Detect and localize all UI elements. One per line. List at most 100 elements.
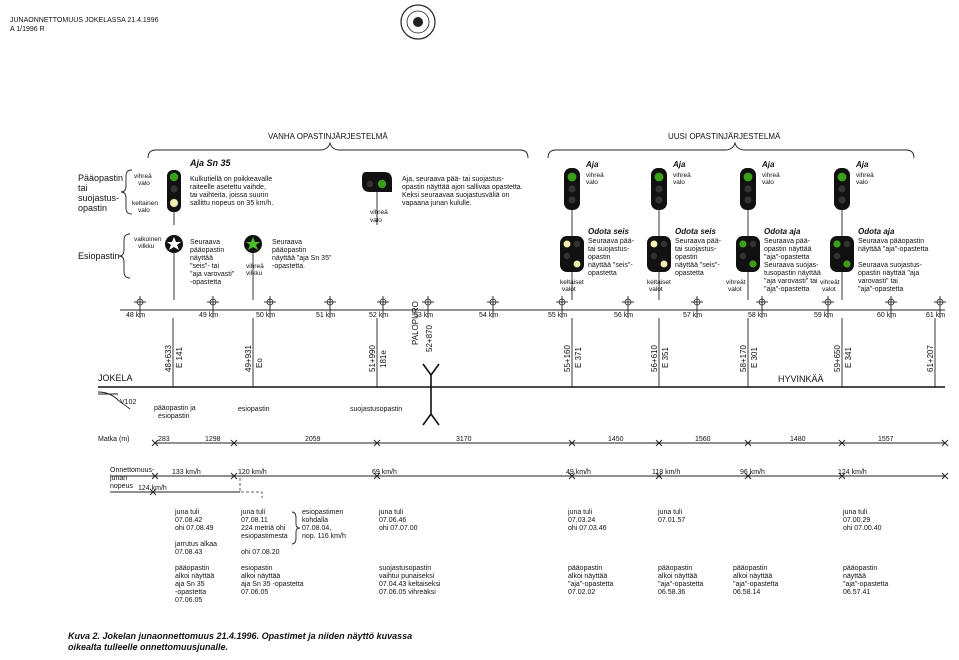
new-signal-bottom-text: Seuraava pääopastin [858, 238, 924, 245]
note-line: ohi 07.00.40 [843, 525, 882, 532]
signal-position-id: Eo [255, 358, 264, 368]
new-signal-bottom-light: valot [562, 286, 576, 293]
new-signal-top-light: vihreä [673, 172, 691, 179]
distance-tick [744, 439, 752, 447]
note-line: 07.06.46 [379, 517, 406, 524]
km-marker: 51 km [316, 296, 336, 319]
distance-tick [151, 439, 159, 447]
signal-position-id: E 301 [750, 347, 759, 368]
new-signal-bottom-text: Seuraava pää- [764, 238, 811, 245]
track-label-main-distant: pääopastin ja esiopastin [154, 405, 196, 420]
signal-position-id: 181e [379, 350, 388, 368]
new-signal-top-title: Aja [585, 160, 599, 169]
main-signal-label: Pääopastin tai suojastus- opastin [78, 173, 123, 213]
new-signal-bottom-light: valot [822, 286, 836, 293]
note-line: alkoi näyttää [568, 573, 607, 580]
distance-value: 1560 [695, 436, 711, 443]
new-signal-bottom-text: tusopastin näyttää [764, 270, 821, 277]
signal-position-km: 51+990 [368, 345, 377, 372]
note-line: kohdalla [302, 517, 328, 524]
speed-tick [151, 472, 159, 480]
distance-value: 1557 [878, 436, 894, 443]
old-distant-signal-green [244, 235, 262, 300]
note-line: 06.57.41 [843, 589, 870, 596]
new-signal-top-light: valo [856, 179, 868, 186]
km-label: 53 km [414, 312, 433, 319]
svg-text:-opastetta.: -opastetta. [272, 263, 305, 270]
speed-tick [838, 472, 846, 480]
new-signal-bottom-text: opastin näyttää [764, 246, 812, 253]
old-main-description: Kulkutiellä on poikkeavalle raiteelle as… [190, 176, 273, 207]
old-distant-description-1: Seuraava pääopastin näyttää "seis"- tai … [190, 239, 235, 286]
speed-tick [373, 472, 381, 480]
note-line: jarrutus alkaa [174, 541, 217, 548]
new-signal-bottom-text: "aja"-opastetta [858, 286, 904, 293]
note-line: juna tuli [174, 509, 200, 516]
new-signal-bottom-light: keltaiset [647, 279, 671, 286]
signal-position-id: E 371 [574, 347, 583, 368]
speed-tick [941, 472, 949, 480]
note-line: suojastusopastin [379, 565, 431, 572]
svg-text:raiteelle asetettu vaihde,: raiteelle asetettu vaihde, [190, 184, 266, 191]
km-marker: 55 km [548, 296, 568, 319]
signal-position-km: 56+610 [650, 345, 659, 372]
speed-value: 118 km/h [652, 469, 680, 476]
new-signal-bottom-text: varovasti" tai [858, 278, 898, 285]
new-signal-bottom-text: Seuraava pää- [588, 238, 635, 245]
note-line: pääopastin [733, 565, 767, 572]
new-signal-top-title: Aja [855, 160, 869, 169]
note-line: näyttää [843, 573, 866, 580]
signal-position-km: 49+931 [244, 345, 253, 372]
note-line: 06.58.14 [733, 589, 760, 596]
old-block-description: Aja, seuraava pää- tai suojastus- opasti… [402, 176, 523, 207]
km-label: 54 km [479, 312, 498, 319]
note-line: esiopastimen [302, 509, 343, 516]
speed-marker-dash [239, 478, 263, 498]
km-label: 59 km [814, 312, 833, 319]
km-label: 57 km [683, 312, 702, 319]
speed-value: 69 km/h [372, 469, 397, 476]
svg-text:Pääopastin: Pääopastin [78, 173, 123, 183]
note-line: "aja"-opastetta [843, 581, 889, 588]
note-line: 07.08.43 [175, 549, 202, 556]
new-signal-top-title: Aja [761, 160, 775, 169]
caption-line2: oikealta tulleelle onnettomuusjunalle. [68, 642, 228, 652]
svg-text:"seis"- tai: "seis"- tai [190, 263, 220, 270]
km-label: 58 km [748, 312, 767, 319]
svg-text:-opastetta: -opastetta [190, 279, 221, 286]
note-line: juna tuli [657, 509, 683, 516]
svg-text:esiopastin: esiopastin [158, 413, 190, 420]
note-line: ohi 07.03.46 [568, 525, 607, 532]
km-marker: 56 km [614, 296, 634, 319]
note-line: -opastetta [175, 589, 206, 596]
speed-tick [568, 472, 576, 480]
seal-logo [400, 4, 436, 40]
signal-position-km: 48+633 [164, 345, 173, 372]
km-label: 51 km [316, 312, 335, 319]
new-signal-bottom-text: Seuraava suojastus- [858, 262, 922, 269]
main-signal-brace [120, 169, 133, 215]
note-line: pääopastin [843, 565, 877, 572]
note-line: juna tuli [378, 509, 404, 516]
km-marker: 53 km [414, 296, 434, 319]
new-signal-bottom-light: valot [649, 286, 663, 293]
new-signal-top-title: Aja [672, 160, 686, 169]
note-line: pääopastin [175, 565, 209, 572]
speed-extra: 124 km/h [138, 485, 167, 492]
new-signal-bottom-text: opastetta [588, 270, 617, 277]
green-light-label: vihreä [134, 173, 152, 180]
note-line: alkoi näyttää [175, 573, 214, 580]
speed-value: 133 km/h [172, 469, 201, 476]
km-label: 52 km [369, 312, 388, 319]
